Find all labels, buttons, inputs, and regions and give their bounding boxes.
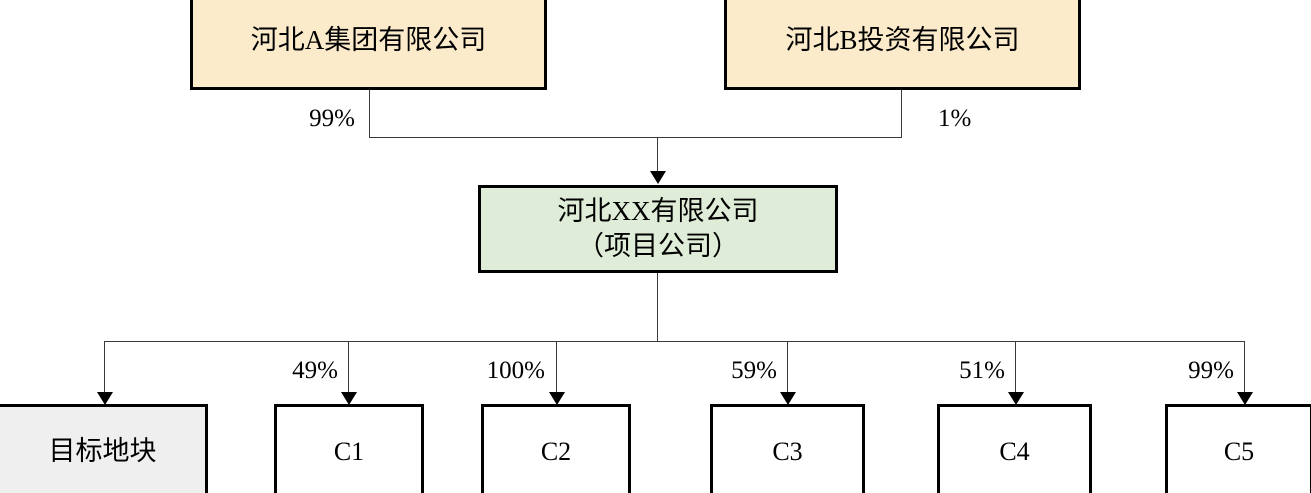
subsidiary-box-c4[interactable]: C4: [937, 404, 1092, 493]
arrow-into-c3: [780, 392, 796, 405]
ownership-label-c1: 49%: [292, 357, 338, 384]
subsidiary-c1-label: C1: [333, 436, 365, 466]
connector-shareholder-bus: [369, 137, 902, 138]
project-company-label: 河北XX有限公司 （项目公司）: [557, 195, 759, 261]
subsidiary-box-c3[interactable]: C3: [710, 404, 865, 493]
arrow-into-c2: [549, 392, 565, 405]
connector-drop-target: [104, 341, 105, 403]
shareholder-box-b[interactable]: 河北B投资有限公司: [724, 0, 1081, 90]
arrow-into-c4: [1008, 392, 1024, 405]
connector-drop-c2: [556, 341, 557, 403]
shareholder-box-a[interactable]: 河北A集团有限公司: [190, 0, 547, 90]
subsidiary-box-c1[interactable]: C1: [274, 404, 424, 493]
ownership-label-c3: 59%: [731, 357, 777, 384]
subsidiary-box-c2[interactable]: C2: [481, 404, 631, 493]
ownership-label-shareholder-a: 99%: [309, 105, 355, 132]
arrow-into-target: [97, 392, 113, 405]
arrow-into-project-company: [650, 171, 666, 184]
connector-project-stem: [657, 137, 658, 172]
target-parcel-box[interactable]: 目标地块: [0, 404, 208, 493]
connector-holdings-bus: [104, 341, 1245, 342]
shareholder-b-label: 河北B投资有限公司: [785, 25, 1020, 56]
ownership-label-c5: 99%: [1188, 357, 1234, 384]
subsidiary-c5-label: C5: [1223, 436, 1255, 466]
ownership-label-c2: 100%: [486, 357, 545, 384]
subsidiary-box-c5[interactable]: C5: [1165, 404, 1311, 493]
subsidiary-c4-label: C4: [999, 436, 1030, 466]
ownership-label-shareholder-b: 1%: [938, 105, 972, 132]
arrow-into-c5: [1237, 392, 1253, 405]
connector-drop-c4: [1015, 341, 1016, 403]
project-company-box[interactable]: 河北XX有限公司 （项目公司）: [478, 185, 838, 273]
connector-drop-c5: [1244, 341, 1245, 403]
connector-shareholder-b-drop: [901, 90, 902, 138]
shareholder-a-label: 河北A集团有限公司: [250, 25, 487, 56]
ownership-label-c4: 51%: [959, 357, 1005, 384]
target-parcel-label: 目标地块: [48, 435, 157, 466]
subsidiary-c3-label: C3: [772, 436, 803, 466]
connector-project-downstem: [657, 273, 658, 342]
connector-shareholder-a-drop: [369, 90, 370, 138]
subsidiary-c2-label: C2: [540, 436, 572, 466]
arrow-into-c1: [341, 392, 357, 405]
connector-drop-c1: [348, 341, 349, 403]
connector-drop-c3: [787, 341, 788, 403]
